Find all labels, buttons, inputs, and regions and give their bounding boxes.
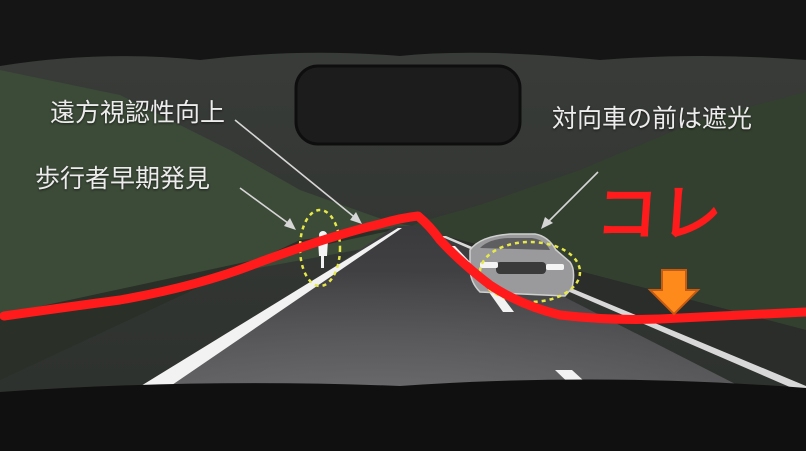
kore-handwritten-label: コレ bbox=[593, 177, 727, 250]
oncoming-pointer-line bbox=[544, 171, 599, 226]
left-edge-line bbox=[118, 228, 402, 400]
dashboard bbox=[0, 379, 806, 451]
car-roof bbox=[0, 0, 806, 66]
oncoming-car bbox=[469, 233, 575, 297]
pedestrian-detection-label: 歩行者早期発見 bbox=[35, 164, 211, 193]
rearview-mirror bbox=[294, 64, 522, 146]
pedestrian-pointer-arrow bbox=[284, 218, 296, 230]
oncoming-pointer-arrow bbox=[541, 217, 553, 229]
headlight-cutoff-line bbox=[0, 211, 806, 324]
pedestrian-highlight-ellipse bbox=[298, 208, 342, 288]
pedestrian-pointer-line bbox=[239, 187, 293, 227]
far-visibility-pointer-arrow bbox=[350, 212, 362, 224]
far-visibility-label: 遠方視認性向上 bbox=[50, 98, 226, 127]
oncoming-car-highlight-ellipse bbox=[478, 240, 582, 304]
oncoming-shading-label: 対向車の前は遮光 bbox=[552, 104, 753, 133]
far-visibility-pointer-line bbox=[234, 119, 359, 221]
right-forest bbox=[412, 92, 806, 330]
left-forest bbox=[0, 70, 412, 315]
down-arrow-icon bbox=[647, 269, 701, 316]
center-dash bbox=[486, 288, 514, 312]
